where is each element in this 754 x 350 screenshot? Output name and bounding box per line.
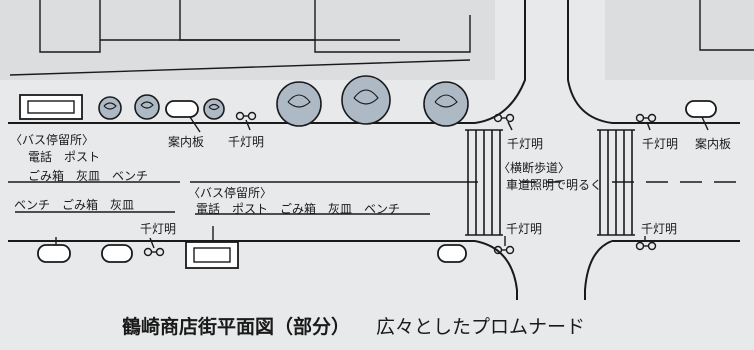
label-crosswalk-title: 〈横断歩道〉 (498, 160, 570, 175)
street-light-icon (235, 111, 257, 121)
leader-line (646, 121, 651, 131)
bench-south (37, 244, 71, 263)
label-south-facilities: 電話 ポスト ごみ箱 灰皿 ベンチ (196, 201, 400, 216)
building-outline (314, 0, 471, 53)
label-light-north-crossing: 千灯明 (507, 137, 543, 151)
corner-curve (567, 0, 613, 124)
label-bus-stop-south: 〈バス停留所〉 (188, 185, 272, 200)
label-bus-stop-north: 〈バス停留所〉 (10, 132, 94, 147)
label-info-board-west: 案内板 (168, 134, 204, 149)
setback-line (9, 59, 471, 76)
label-north-facilities: 電話 ポスト (28, 149, 100, 164)
leader-line (189, 116, 201, 133)
corner-curve (584, 240, 613, 300)
tree-detail (140, 101, 154, 109)
bench-south (101, 244, 133, 263)
bus-stop-shelter-inner (193, 247, 231, 263)
building-outline (39, 0, 101, 53)
street-light-icon (493, 245, 515, 255)
tree-detail (434, 94, 458, 108)
bench-south-east (437, 244, 467, 263)
label-south-facilities-west: ベンチ ごみ箱 灰皿 (14, 197, 134, 212)
leader-line (507, 121, 513, 131)
tree-detail (208, 103, 220, 111)
tree-detail (287, 94, 311, 108)
street-trees (98, 75, 469, 127)
bus-stop-shelters (19, 94, 239, 269)
label-light-north-east: 千灯明 (642, 137, 678, 151)
road-edges (8, 0, 740, 300)
label-info-board-east: 案内板 (695, 136, 731, 151)
caption-title: 鶴崎商店街平面図（部分） (122, 315, 350, 338)
tree-large (341, 75, 391, 125)
tree-small (98, 96, 122, 120)
label-light-south-crossing: 千灯明 (506, 222, 542, 236)
tree-large (423, 81, 469, 127)
benches (37, 100, 717, 263)
tree-large (276, 81, 322, 127)
street-light-icon (493, 113, 515, 123)
label-light-north-west: 千灯明 (228, 135, 264, 149)
bus-stop-shelter-inner (27, 100, 75, 114)
tree-detail (353, 89, 379, 105)
bus-stop-shelter-north (19, 94, 83, 120)
street-light-icon (635, 241, 657, 251)
label-light-south-west: 千灯明 (140, 222, 176, 236)
leader-line (245, 119, 251, 131)
street-light-icon (635, 113, 657, 123)
label-light-south-east: 千灯明 (641, 222, 677, 236)
label-north-facilities: ごみ箱 灰皿 ベンチ (28, 168, 148, 183)
corner-curve (474, 0, 526, 124)
tree-detail (103, 102, 117, 110)
label-crosswalk-note: 車道照明で明るく (506, 178, 602, 192)
tree-small (134, 94, 160, 120)
street-light-icon (143, 247, 165, 257)
leader-line (149, 237, 155, 249)
building-block-east (605, 0, 754, 80)
building-outline (699, 0, 754, 51)
caption: 鶴崎商店街平面図（部分） 広々としたプロムナード (122, 315, 585, 338)
building-blocks (0, 0, 754, 80)
bench-north (165, 100, 199, 118)
labels: 〈バス停留所〉 電話 ポスト ごみ箱 灰皿 ベンチ 案内板 千灯明 千灯明 〈横… (10, 132, 731, 236)
caption-subtitle: 広々としたプロムナード (376, 316, 585, 338)
leader-line (701, 116, 709, 131)
center-lines (8, 181, 740, 215)
crosswalk-east (597, 129, 635, 236)
bench-north-east (685, 100, 717, 118)
leader-lines (55, 116, 709, 249)
crosswalk-west (465, 129, 503, 236)
corner-curve (474, 240, 518, 300)
street-lights (143, 111, 657, 257)
